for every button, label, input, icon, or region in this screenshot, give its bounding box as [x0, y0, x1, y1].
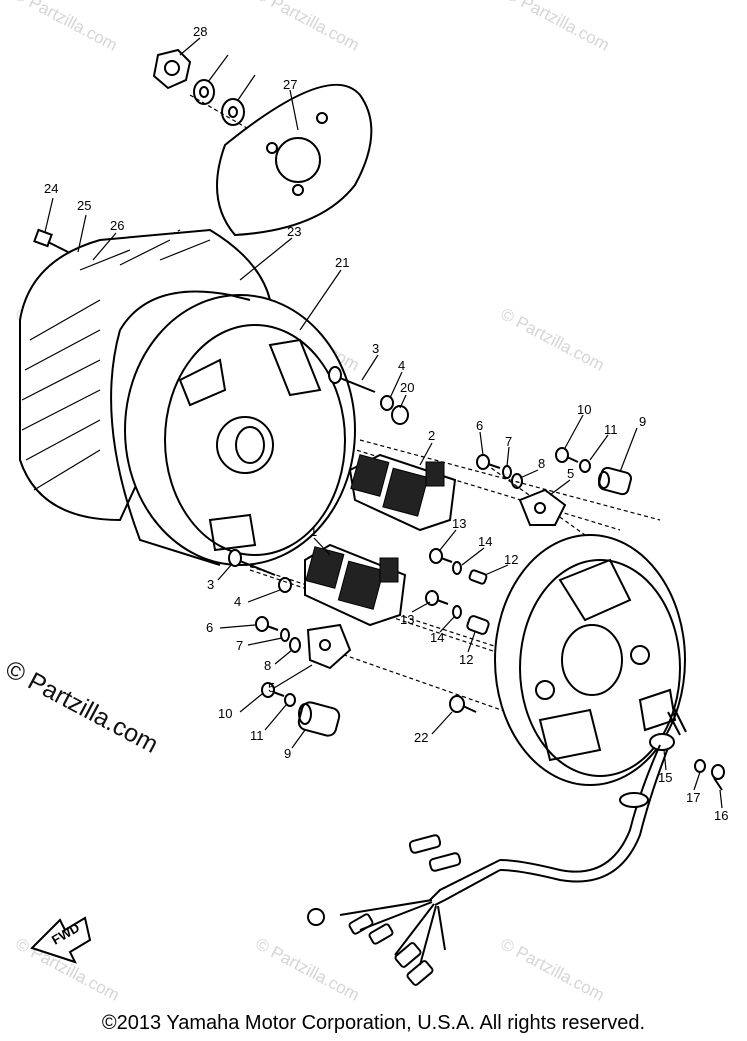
callout-8-upper: 8	[538, 456, 545, 471]
callout-12-upper: 12	[504, 552, 518, 567]
fwd-arrow-icon: FWD	[30, 916, 92, 964]
callout-9-lower: 9	[284, 746, 291, 761]
callout-10-lower: 10	[218, 706, 232, 721]
callout-2: 2	[428, 428, 435, 443]
callout-11-upper: 11	[604, 422, 618, 437]
callout-25: 27	[283, 77, 297, 92]
screw-13-upper	[429, 548, 453, 564]
flywheel-rotor	[110, 290, 356, 566]
callout-24: 26	[110, 218, 124, 233]
flywheel-nut	[152, 48, 192, 90]
callout-6-upper: 6	[476, 418, 483, 433]
bullet-connectors	[348, 834, 462, 986]
plain-washer	[221, 98, 245, 126]
screw-10-upper	[555, 447, 579, 463]
callout-17: 17	[686, 790, 700, 805]
screw-10-lower	[261, 682, 285, 698]
screw-3-upper	[328, 366, 376, 393]
callout-1: 1	[310, 524, 317, 539]
wire-harness	[307, 744, 669, 986]
callout-23: 25	[77, 198, 91, 213]
callout-11-lower: 11	[250, 728, 264, 743]
stator-base-plate	[494, 534, 686, 786]
callout-19: 21	[335, 255, 349, 270]
screw-20	[449, 695, 477, 713]
callout-leaders	[44, 37, 723, 809]
callout-3-upper: 3	[372, 341, 379, 356]
screw-13-lower	[425, 590, 449, 606]
callout-21: 23	[287, 224, 301, 239]
copyright-notice: ©2013 Yamaha Motor Corporation, U.S.A. A…	[101, 1012, 646, 1034]
washer-4-lower	[278, 577, 292, 593]
washer-11-upper	[579, 459, 591, 473]
lock-washer	[193, 79, 215, 105]
callout-13-upper: 13	[452, 516, 466, 531]
callout-3-lower: 3	[207, 577, 214, 592]
gasket-plate	[216, 83, 373, 237]
callout-14-upper: 14	[478, 534, 492, 549]
washer-8-upper	[511, 473, 523, 489]
callout-10-upper: 10	[577, 402, 591, 417]
callout-7-upper: 7	[505, 434, 512, 449]
callout-4-lower: 4	[234, 594, 241, 609]
callout-9-upper: 9	[639, 414, 646, 429]
coil-2	[348, 453, 457, 532]
washer-14-lower	[452, 605, 462, 619]
callout-14-lower: 14	[430, 630, 444, 645]
washer-4-upper	[380, 395, 394, 411]
callout-7-lower: 7	[236, 638, 243, 653]
washer-7-upper	[502, 465, 512, 479]
bolt-22	[33, 228, 69, 253]
callout-6-lower: 6	[206, 620, 213, 635]
screw-3-lower	[228, 549, 276, 576]
callout-5-lower: 5	[268, 680, 275, 695]
screw-6-upper	[476, 454, 501, 470]
condenser-9-lower	[297, 701, 341, 737]
callout-18: 20	[400, 380, 414, 395]
screw-16	[711, 764, 725, 791]
screw-6-lower	[255, 616, 279, 632]
callout-5-upper: 5	[567, 466, 574, 481]
coil-1	[304, 543, 407, 627]
callout-16: 16	[714, 808, 728, 823]
callout-15: 15	[658, 770, 672, 785]
washer-14-upper	[452, 561, 462, 575]
contact-breaker-5-lower	[306, 623, 352, 670]
washer-8-lower	[289, 637, 301, 653]
screw-12-upper	[468, 569, 488, 585]
washer-17	[694, 759, 706, 773]
callout-13-lower: 13	[400, 612, 414, 627]
callout-22: 24	[44, 181, 58, 196]
contact-breaker-5-upper	[518, 488, 567, 526]
screw-12-lower	[466, 615, 490, 635]
washer-7-lower	[280, 628, 290, 642]
grommet-15	[649, 707, 687, 751]
callout-numbers: 28 27 24 25 26 23 21 3 4 20 2 6 7 8 10 1…	[44, 24, 728, 823]
callout-26: 28	[193, 24, 207, 39]
washer-18	[391, 405, 409, 425]
callout-20: 22	[414, 730, 428, 745]
callout-8-lower: 8	[264, 658, 271, 673]
ring-terminal	[307, 908, 325, 926]
washer-11-lower	[284, 693, 296, 707]
condenser-9-upper	[598, 466, 632, 496]
callout-4-upper: 4	[398, 358, 405, 373]
callout-12-lower: 12	[459, 652, 473, 667]
